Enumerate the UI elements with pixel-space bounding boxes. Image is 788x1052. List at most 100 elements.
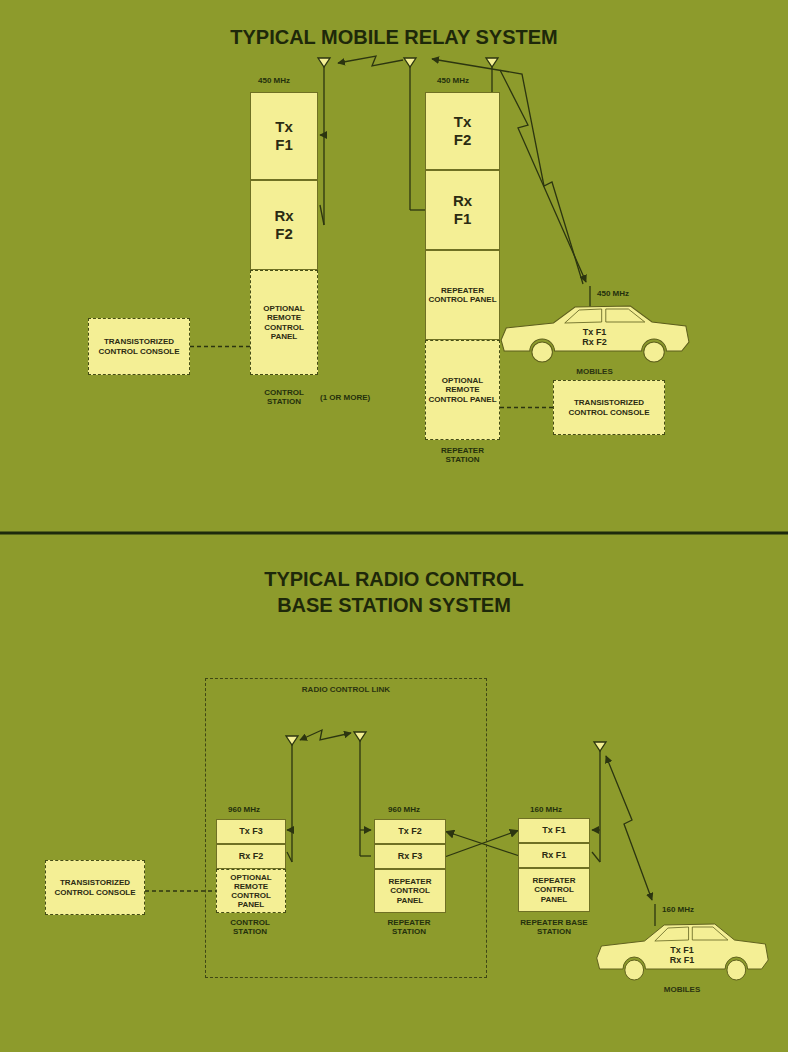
station-label: REPEATER BASE STATION (518, 918, 590, 936)
antenna-symbol (486, 58, 498, 67)
divider-line (0, 532, 788, 535)
mobiles-label: MOBILES (576, 367, 612, 376)
box-label: REPEATER CONTROL PANEL (428, 286, 497, 304)
box-label: REPEATER CONTROL PANEL (521, 876, 587, 904)
antenna-mast (291, 745, 292, 862)
frequency-label: Tx F1 (583, 327, 607, 337)
box-label: TRANSISTORIZED CONTROL CONSOLE (48, 878, 142, 896)
antenna-symbol (286, 736, 298, 745)
signal-arrow (446, 831, 518, 857)
box-label: OPTIONAL REMOTE CONTROL PANEL (219, 873, 283, 910)
frequency-label: 160 MHz (530, 805, 562, 814)
box-label: OPTIONAL REMOTE CONTROL PANEL (428, 376, 497, 404)
antenna-mast (359, 741, 360, 856)
car-window (565, 309, 645, 323)
transmitter-box: Tx F1 (518, 818, 590, 843)
section-title: TYPICAL RADIO CONTROL BASE STATION SYSTE… (239, 566, 549, 618)
remote-control-panel: OPTIONAL REMOTE CONTROL PANEL (216, 869, 286, 913)
mobiles-label: MOBILES (664, 985, 700, 994)
signal-arrow (446, 832, 518, 856)
frequency-label: 450 MHz (597, 289, 629, 298)
mobile-car: Tx F1Rx F2 MOBILES (497, 300, 692, 390)
repeater-control-panel: REPEATER CONTROL PANEL (425, 250, 500, 340)
relay-contact (592, 829, 600, 830)
radio-path (606, 756, 652, 900)
repeater-control-panel: REPEATER CONTROL PANEL (374, 869, 446, 913)
frequency-label: 450 MHz (437, 76, 469, 85)
station-label: REPEATER STATION (425, 446, 500, 464)
antenna-symbol (594, 742, 606, 751)
radio-path (338, 56, 403, 66)
antenna-mast (599, 751, 600, 862)
box-label: Tx F1 (542, 825, 566, 835)
relay-switch (592, 852, 600, 862)
transmitter-box: Tx F3 (216, 819, 286, 844)
remote-control-panel: OPTIONAL REMOTE CONTROL PANEL (425, 340, 500, 440)
car-wheel (532, 342, 553, 362)
receiver-box: Rx F1 (425, 170, 500, 250)
box-label: Rx F1 (542, 850, 567, 860)
box-label: TRANSISTORIZED CONTROL CONSOLE (556, 398, 662, 416)
box-label: OPTIONAL REMOTE CONTROL PANEL (253, 304, 315, 341)
relay-switch (320, 205, 324, 225)
antenna-mast (323, 67, 324, 225)
receiver-box: Rx F2 (216, 844, 286, 869)
box-label: Tx F3 (239, 826, 263, 836)
box-label: Tx F2 (398, 826, 422, 836)
receiver-box: Rx F1 (518, 843, 590, 868)
repeater-control-panel: REPEATER CONTROL PANEL (518, 868, 590, 912)
antenna-feed (410, 209, 425, 210)
box-label: TRANSISTORIZED CONTROL CONSOLE (91, 337, 187, 355)
relay-contact (287, 829, 292, 830)
antenna-symbol (318, 58, 330, 67)
station-label: CONTROL STATION (250, 388, 318, 406)
car-antenna (589, 286, 590, 309)
frequency-label: Rx F1 (670, 955, 695, 965)
box-label: Rx F2 (239, 851, 264, 861)
antenna-symbol (354, 732, 366, 741)
car-antenna (654, 904, 655, 926)
frequency-label: Rx F2 (582, 337, 607, 347)
box-label: Tx F2 (454, 113, 472, 149)
car-body-area: Tx F1Rx F2 (497, 300, 692, 364)
station-label: (1 OR MORE) (320, 393, 370, 402)
receiver-box: Rx F3 (374, 844, 446, 869)
radio-path (300, 730, 351, 740)
box-label: RADIO CONTROL LINK (302, 685, 390, 694)
mobile-car: Tx F1Rx F1 MOBILES (593, 918, 771, 1010)
car-body-area: Tx F1Rx F1 (593, 918, 771, 982)
box-label: Rx F1 (453, 192, 472, 228)
frequency-label: 960 MHz (388, 805, 420, 814)
box-label: REPEATER CONTROL PANEL (377, 877, 443, 905)
antenna-feed (360, 855, 371, 856)
frequency-label: 960 MHz (228, 805, 260, 814)
receiver-box: Rx F2 (250, 180, 318, 270)
frequency-label: 450 MHz (258, 76, 290, 85)
frequency-label: Tx F1 (670, 945, 694, 955)
antenna-wiring (286, 56, 655, 926)
control-console: TRANSISTORIZED CONTROL CONSOLE (88, 318, 190, 375)
transmitter-box: Tx F2 (374, 819, 446, 844)
dashed-control-line (190, 346, 250, 347)
car-wheel (644, 342, 665, 362)
box-label: Tx F1 (275, 118, 293, 154)
antenna-mast (491, 67, 492, 92)
page-title: TYPICAL MOBILE RELAY SYSTEM (0, 24, 788, 50)
box-label: Rx F3 (398, 851, 423, 861)
control-console: TRANSISTORIZED CONTROL CONSOLE (553, 380, 665, 435)
relay-switch (287, 852, 292, 862)
relay-contact (360, 829, 371, 830)
transmitter-box: Tx F2 (425, 92, 500, 170)
relay-contact (320, 134, 324, 135)
station-label: CONTROL STATION (215, 918, 285, 936)
remote-control-panel: OPTIONAL REMOTE CONTROL PANEL (250, 270, 318, 375)
box-label: Rx F2 (274, 207, 293, 243)
transmitter-box: Tx F1 (250, 92, 318, 180)
car-wheel (625, 960, 644, 980)
control-console: TRANSISTORIZED CONTROL CONSOLE (45, 860, 145, 915)
dashed-control-line (500, 407, 553, 408)
frequency-label: 160 MHz (662, 905, 694, 914)
station-label: REPEATER STATION (373, 918, 445, 936)
car-window (655, 927, 728, 941)
antenna-symbol (404, 58, 416, 67)
